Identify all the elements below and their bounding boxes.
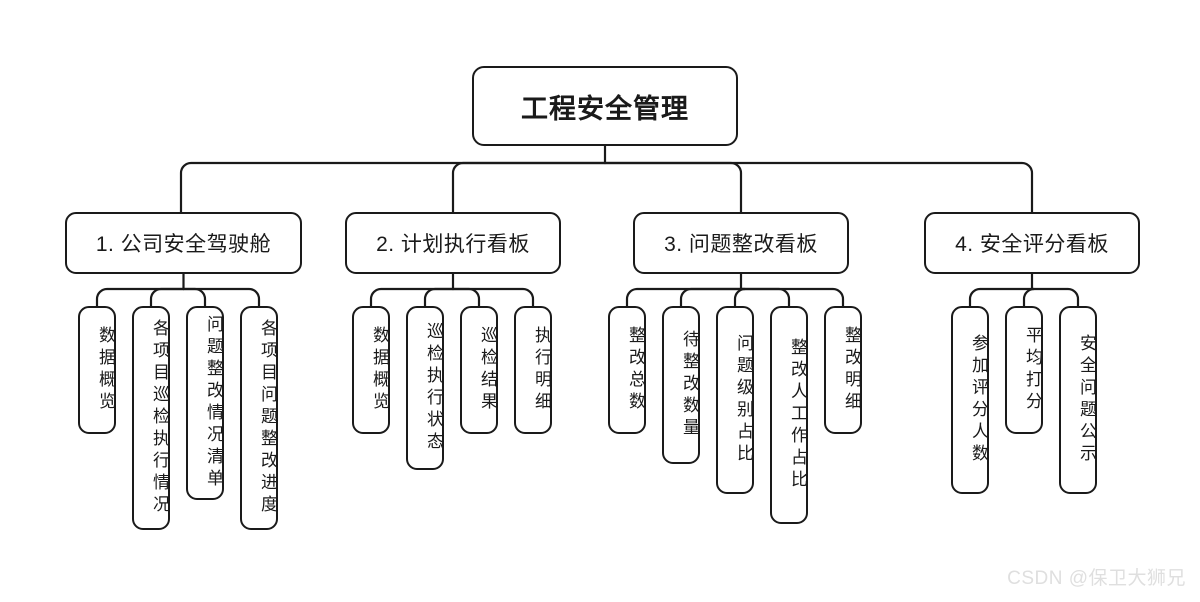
leaf-node[interactable]: 巡检执行状态 bbox=[406, 306, 444, 470]
leaf-node-label: 各项目巡检执行情况 bbox=[150, 319, 169, 517]
bus-drop-g2 bbox=[451, 161, 607, 214]
leaf-drop bbox=[968, 287, 1034, 308]
root-node[interactable]: 工程安全管理 bbox=[472, 66, 738, 146]
leaf-node-label: 问题整改情况清单 bbox=[204, 315, 223, 491]
leaf-node[interactable]: 数据概览 bbox=[352, 306, 390, 434]
leaf-node[interactable]: 整改总数 bbox=[608, 306, 646, 434]
leaf-node[interactable]: 巡检结果 bbox=[460, 306, 498, 434]
leaf-drop bbox=[679, 287, 743, 308]
leaf-node[interactable]: 各项目巡检执行情况 bbox=[132, 306, 170, 530]
leaf-node[interactable]: 安全问题公示 bbox=[1059, 306, 1097, 494]
leaf-drop bbox=[149, 287, 185, 308]
group-node-g1[interactable]: 1. 公司安全驾驶舱 bbox=[65, 212, 302, 274]
leaf-node[interactable]: 待整改数量 bbox=[662, 306, 700, 464]
leaf-node[interactable]: 整改人工作占比 bbox=[770, 306, 808, 524]
leaf-node-label: 问题级别占比 bbox=[734, 334, 753, 466]
leaf-node-label: 数据概览 bbox=[370, 326, 389, 414]
leaf-node-label: 数据概览 bbox=[96, 326, 115, 414]
leaf-node[interactable]: 问题级别占比 bbox=[716, 306, 754, 494]
leaf-node-label: 整改人工作占比 bbox=[788, 338, 807, 492]
leaf-node[interactable]: 平均打分 bbox=[1005, 306, 1043, 434]
leaf-node-label: 平均打分 bbox=[1023, 326, 1042, 414]
leaf-drop bbox=[182, 287, 261, 308]
leaf-node[interactable]: 数据概览 bbox=[78, 306, 116, 434]
leaf-node-label: 参加评分人数 bbox=[969, 334, 988, 466]
leaf-node-label: 整改明细 bbox=[842, 326, 861, 414]
bus-drop-g3 bbox=[603, 161, 743, 214]
leaf-drop bbox=[1022, 287, 1036, 308]
leaf-drop bbox=[182, 287, 207, 308]
leaf-drop bbox=[423, 287, 455, 308]
leaf-node-label: 各项目问题整改进度 bbox=[258, 319, 277, 517]
leaf-node-label: 整改总数 bbox=[626, 326, 645, 414]
bus-drop-g4 bbox=[603, 161, 1034, 214]
root-node-label: 工程安全管理 bbox=[521, 93, 689, 124]
group-node-label: 4. 安全评分看板 bbox=[955, 233, 1109, 256]
leaf-node-label: 执行明细 bbox=[532, 326, 551, 414]
leaf-node[interactable]: 参加评分人数 bbox=[951, 306, 989, 494]
leaf-drop bbox=[95, 287, 185, 308]
group-node-g2[interactable]: 2. 计划执行看板 bbox=[345, 212, 561, 274]
leaf-node[interactable]: 各项目问题整改进度 bbox=[240, 306, 278, 530]
leaf-drop bbox=[733, 287, 747, 308]
leaf-node[interactable]: 执行明细 bbox=[514, 306, 552, 434]
group-node-label: 2. 计划执行看板 bbox=[376, 233, 530, 256]
group-node-label: 3. 问题整改看板 bbox=[664, 233, 818, 256]
leaf-drop bbox=[1030, 287, 1080, 308]
group-node-g4[interactable]: 4. 安全评分看板 bbox=[924, 212, 1140, 274]
bus-drop-g1 bbox=[179, 161, 607, 214]
leaf-drop bbox=[739, 287, 791, 308]
leaf-node[interactable]: 问题整改情况清单 bbox=[186, 306, 224, 500]
group-node-g3[interactable]: 3. 问题整改看板 bbox=[633, 212, 849, 274]
leaf-drop bbox=[625, 287, 743, 308]
leaf-node[interactable]: 整改明细 bbox=[824, 306, 862, 434]
leaf-drop bbox=[451, 287, 481, 308]
leaf-node-label: 待整改数量 bbox=[680, 330, 699, 440]
leaf-drop bbox=[451, 287, 535, 308]
group-node-label: 1. 公司安全驾驶舱 bbox=[95, 233, 272, 256]
leaf-drop bbox=[739, 287, 845, 308]
leaf-node-label: 安全问题公示 bbox=[1077, 334, 1096, 466]
leaf-node-label: 巡检执行状态 bbox=[424, 322, 443, 454]
watermark: CSDN @保卫大狮兄 bbox=[1007, 568, 1186, 589]
leaf-drop bbox=[369, 287, 455, 308]
leaf-node-label: 巡检结果 bbox=[478, 326, 497, 414]
